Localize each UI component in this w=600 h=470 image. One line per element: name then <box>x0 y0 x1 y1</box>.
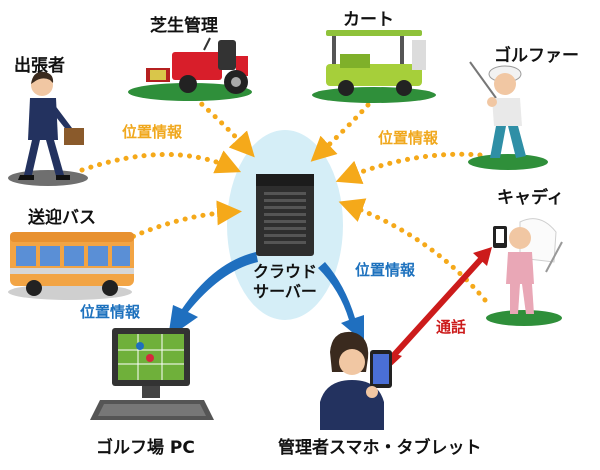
flow-from-turf <box>192 95 255 158</box>
label-business-traveler: 出張者 <box>14 56 65 76</box>
caddie-icon <box>486 218 563 326</box>
label-cloud-server-line1: クラウド <box>252 262 317 281</box>
golfer-icon <box>468 61 548 170</box>
label-shuttle-bus: 送迎バス <box>28 208 96 228</box>
flow-from-bus <box>122 200 242 243</box>
flow-from-golfer <box>335 151 483 185</box>
server-output-arrows <box>168 252 364 342</box>
label-cloud-server: クラウド サーバー <box>245 262 325 302</box>
label-caddie: キャディ <box>497 188 564 208</box>
label-admin-devices: 管理者スマホ・タブレット <box>278 438 482 458</box>
label-position-info-pc: 位置情報 <box>80 303 141 321</box>
label-cart: カート <box>343 10 394 30</box>
turf-mower-icon <box>128 37 252 101</box>
golf-pc-icon <box>90 328 214 420</box>
shuttle-bus-icon <box>8 232 134 300</box>
arrow-to-pc <box>168 252 258 338</box>
golf-cart-icon <box>312 30 436 103</box>
label-position-info-golfer: 位置情報 <box>378 129 439 147</box>
flow-from-cart <box>310 102 371 162</box>
business-traveler-icon <box>8 71 88 186</box>
label-turf-management: 芝生管理 <box>150 16 218 36</box>
label-position-info-devices: 位置情報 <box>355 261 416 279</box>
flow-from-caddie <box>338 198 488 303</box>
label-cloud-server-line2: サーバー <box>253 282 317 301</box>
label-call: 通話 <box>436 318 467 336</box>
flow-from-traveler <box>79 150 242 174</box>
label-golf-pc: ゴルフ場 PC <box>96 438 195 458</box>
label-position-info-traveler: 位置情報 <box>122 123 183 141</box>
label-golfer: ゴルファー <box>494 46 579 66</box>
server-icon <box>256 174 314 256</box>
admin-smartphone-icon <box>320 331 392 430</box>
position-flows <box>79 95 488 303</box>
arrow-to-devices <box>318 262 364 342</box>
